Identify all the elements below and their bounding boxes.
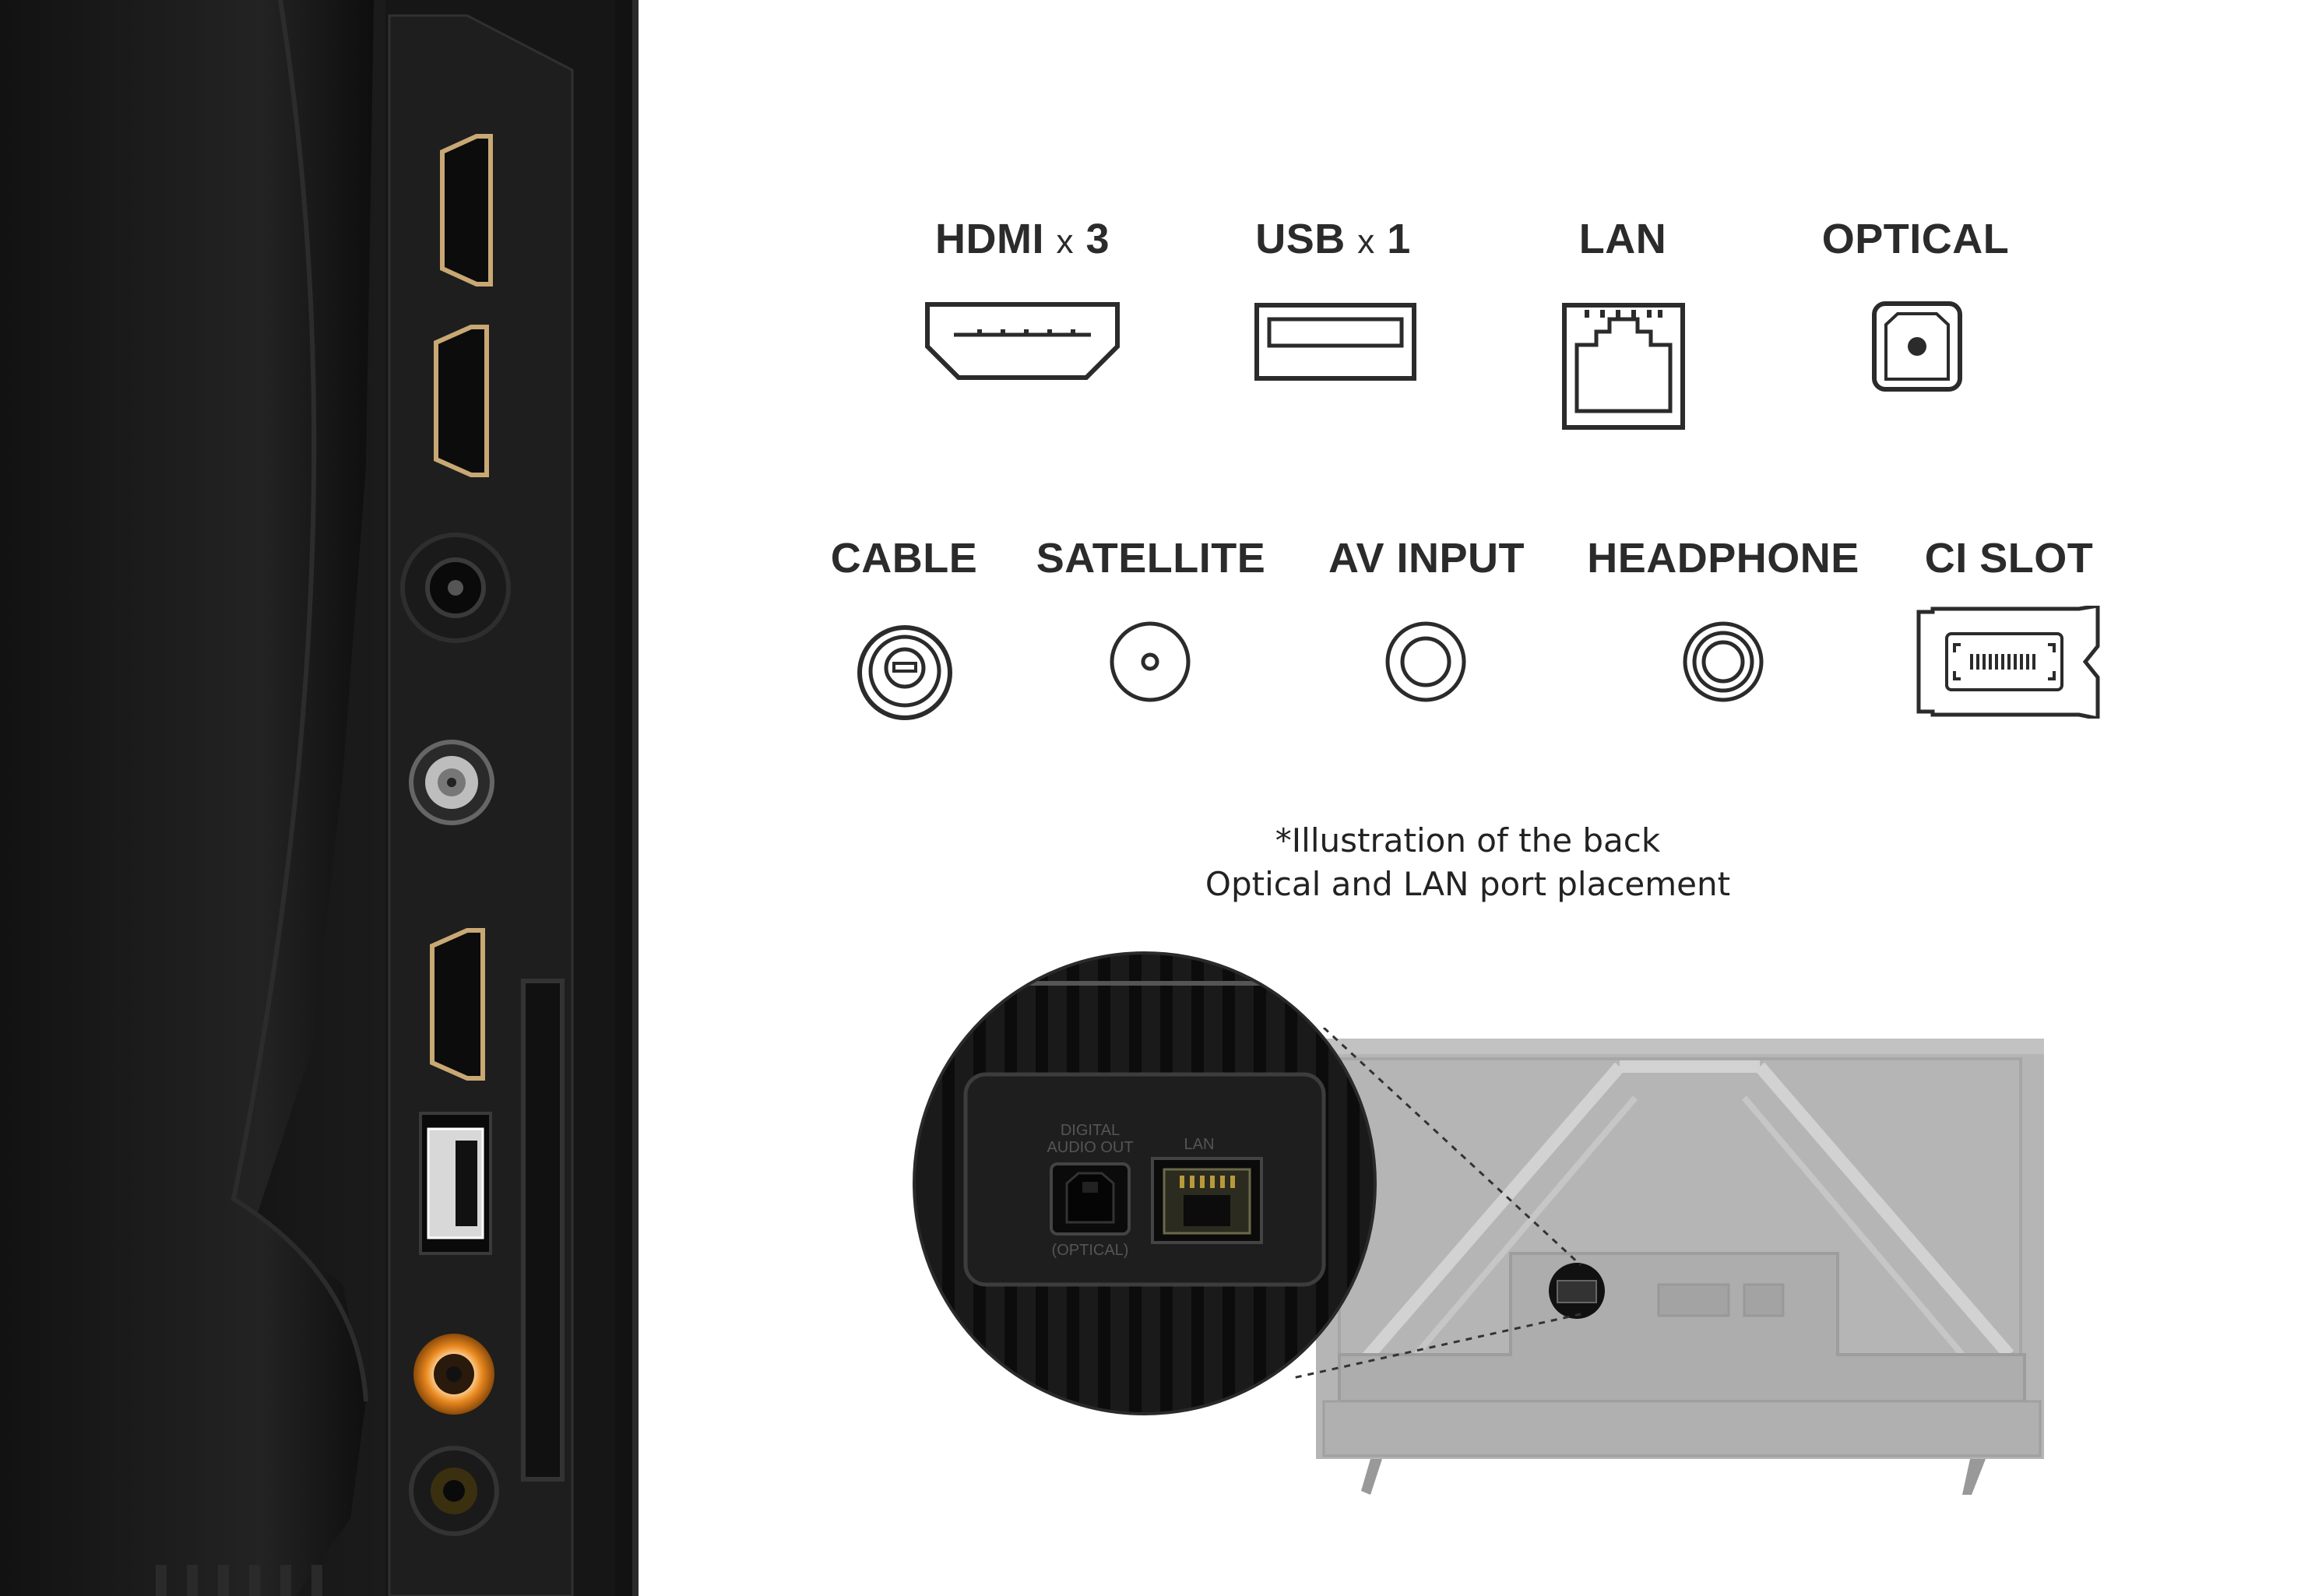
cable-port-icon <box>857 625 952 720</box>
headphone-port-icon <box>1683 621 1764 702</box>
port-label-headphone: HEADPHONE <box>1587 535 1859 582</box>
optical-port-icon <box>1872 301 1962 392</box>
magnified-port-closeup: DIGITAL AUDIO OUT LAN (OPTICAL) <box>913 951 1377 1415</box>
ci-slot-icon <box>1916 606 2100 719</box>
caption-line-1: *Illustration of the back <box>1275 821 1661 860</box>
port-multiplier: x <box>1056 223 1074 261</box>
port-label-satellite: SATELLITE <box>1036 535 1266 582</box>
port-label-av-input: AV INPUT <box>1328 535 1525 582</box>
lan-closeup-label: LAN <box>1184 1136 1215 1153</box>
usb-port-icon <box>1254 303 1416 381</box>
tv-side-panel-photo <box>0 0 639 1596</box>
port-name: USB <box>1255 216 1346 262</box>
port-label-lan: LAN <box>1578 216 1667 262</box>
digital-audio-label-line1: DIGITAL <box>1061 1122 1120 1139</box>
port-label-optical: OPTICAL <box>1821 216 2010 262</box>
av-input-port-icon <box>1385 621 1466 702</box>
tv-back-illustration <box>1293 1028 2044 1495</box>
port-multiplier: x <box>1357 223 1375 261</box>
hdmi-port-photo-1 <box>440 134 493 287</box>
port-name: HDMI <box>934 216 1044 262</box>
satellite-port-icon <box>1110 621 1191 702</box>
hdmi-port-icon <box>925 302 1120 380</box>
port-count: 3 <box>1085 216 1110 262</box>
port-label-usb: USB x 1 <box>1255 215 1411 263</box>
illustration-caption: *Illustration of the back Optical and LA… <box>1205 819 1730 906</box>
optical-closeup-label: (OPTICAL) <box>1052 1242 1129 1259</box>
port-count: 1 <box>1387 216 1411 262</box>
port-label-cable: CABLE <box>830 535 978 582</box>
caption-line-2: Optical and LAN port placement <box>1205 865 1731 903</box>
digital-audio-label-line2: AUDIO OUT <box>1047 1139 1133 1156</box>
port-label-hdmi: HDMI x 3 <box>935 215 1110 263</box>
port-label-ci-slot: CI SLOT <box>1924 535 2094 582</box>
lan-port-icon <box>1562 303 1685 430</box>
